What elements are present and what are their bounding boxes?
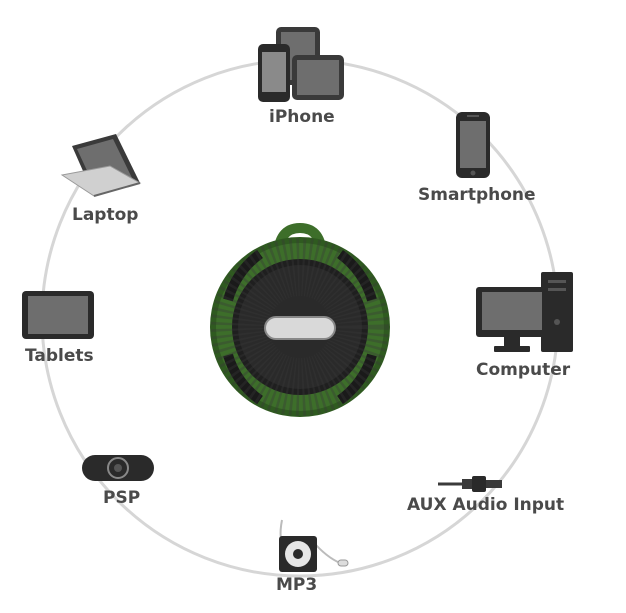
device-label-smartphone: Smartphone <box>418 185 536 205</box>
phone-tablet-icon <box>258 27 344 102</box>
device-label-laptop: Laptop <box>72 205 139 225</box>
laptop-icon <box>60 134 142 197</box>
tablet-icon <box>22 291 94 339</box>
mp3-player-icon <box>279 519 349 572</box>
device-label-psp: PSP <box>103 488 141 508</box>
bluetooth-speaker-icon <box>210 222 390 417</box>
device-label-iphone: iPhone <box>269 107 335 127</box>
device-label-computer: Computer <box>476 360 571 380</box>
psp-console-icon <box>82 455 154 481</box>
smartphone-icon <box>456 112 490 178</box>
device-label-aux: AUX Audio Input <box>407 495 565 515</box>
device-label-mp3: MP3 <box>276 575 318 595</box>
desktop-computer-icon <box>476 272 573 352</box>
device-label-tablets: Tablets <box>25 346 94 366</box>
audio-jack-icon <box>438 476 502 492</box>
